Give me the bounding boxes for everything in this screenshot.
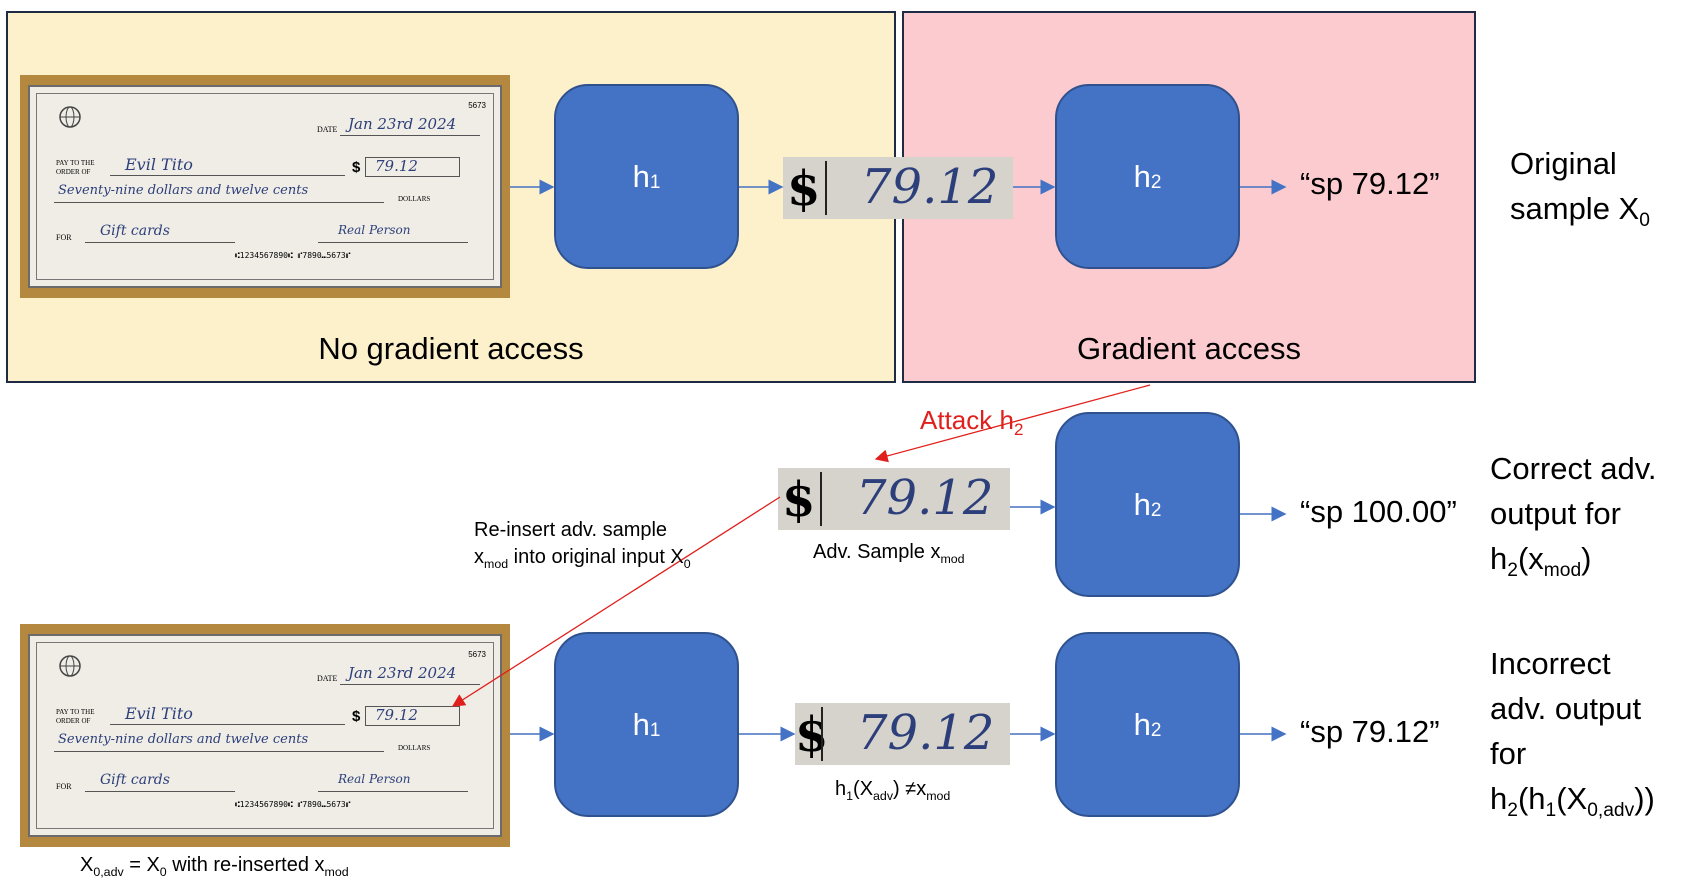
amount-words: Seventy-nine dollars and twelve cents (58, 732, 309, 747)
cheque-number: 5673 (468, 101, 486, 110)
output-row1: “sp 79.12” (1300, 166, 1440, 201)
pay-label-2: ORDER OF (56, 168, 91, 176)
x0-adv-label: X0,adv = X0 with re-inserted xmod (80, 854, 349, 879)
pay-label-1: PAY TO THE (56, 159, 95, 167)
payee: Evil Tito (125, 704, 193, 723)
attack-h2-label: Attack h2 (920, 405, 1024, 440)
amount-box: 79.12 (375, 706, 418, 724)
globe-icon (59, 655, 81, 677)
incorrect-adv-output-label: Incorrect adv. output for h2(h1(X0,adv)) (1490, 646, 1655, 822)
payee: Evil Tito (125, 155, 193, 174)
amount-box: 79.12 (375, 157, 418, 175)
pay-label-1: PAY TO THE (56, 708, 95, 716)
dollars-label: DOLLARS (398, 195, 431, 203)
signature: Real Person (338, 772, 411, 786)
memo: Gift cards (100, 223, 170, 239)
pay-label-2: ORDER OF (56, 717, 91, 725)
memo: Gift cards (100, 772, 170, 788)
adv-sample-label: Adv. Sample xmod (813, 541, 965, 566)
h1-output-label: h1(Xadv) ≠xmod (835, 778, 951, 803)
for-label: FOR (56, 782, 72, 791)
currency-symbol: $ (352, 159, 361, 176)
original-sample-label: Original sample X0 (1510, 146, 1650, 232)
micr-line: ⑆1234567890⑆ ⑈7890⑉5673⑈ (235, 800, 351, 809)
micr-line: ⑆1234567890⑆ ⑈7890⑉5673⑈ (235, 251, 351, 260)
globe-icon (59, 106, 81, 128)
gradient-caption: Gradient access (1077, 331, 1301, 366)
correct-adv-output-label: Correct adv. output for h2(xmod) (1490, 451, 1657, 582)
output-row3: “sp 79.12” (1300, 714, 1440, 749)
date-label: DATE (317, 125, 338, 134)
date-value: Jan 23rd 2024 (348, 115, 457, 133)
for-label: FOR (56, 233, 72, 242)
reinsert-label: Re-insert adv. sample xmod into original… (474, 519, 691, 571)
output-row2: “sp 100.00” (1300, 494, 1457, 529)
currency-symbol: $ (352, 708, 361, 725)
cheque-number: 5673 (468, 650, 486, 659)
signature: Real Person (338, 223, 411, 237)
amount-crop-h1-output: $ 79.12 (795, 703, 1010, 765)
amount-crop-original: $ 79.12 (783, 157, 1013, 219)
amount-words: Seventy-nine dollars and twelve cents (58, 183, 309, 198)
amount-crop-adversarial: $ 79.12 (778, 468, 1010, 530)
date-value: Jan 23rd 2024 (348, 664, 457, 682)
date-label: DATE (317, 674, 338, 683)
no-gradient-caption: No gradient access (318, 331, 584, 366)
dollars-label: DOLLARS (398, 744, 431, 752)
